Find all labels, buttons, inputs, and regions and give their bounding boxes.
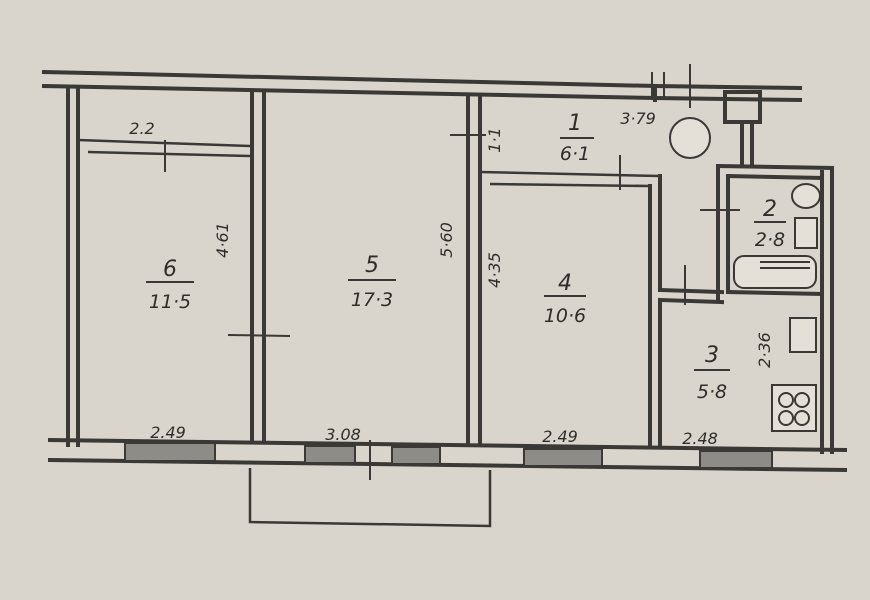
interior-walls	[77, 90, 835, 448]
room-labels: 1 6·1 2 2·8 3 5·8 4 10·6 5 17·3 6 11·5	[146, 111, 786, 403]
window-room-4	[523, 448, 603, 467]
bottom-kitchen-dim: 2.48	[682, 429, 718, 448]
pantry-width-dim: 2.2	[129, 119, 154, 138]
stove-burner	[778, 410, 794, 426]
room-6-depth-dim: 4·61	[213, 222, 232, 258]
bottom-room-4-dim: 2.49	[542, 427, 578, 446]
toilet	[791, 183, 821, 209]
bathtub	[733, 255, 817, 289]
room-5-area: 17·3	[351, 289, 393, 311]
windows	[124, 442, 773, 469]
room-2-number: 2	[763, 197, 777, 222]
room-6-area: 11·5	[149, 291, 191, 313]
stove-burner	[778, 392, 794, 408]
hall-depth-dim: 1·1	[485, 127, 504, 152]
stove	[771, 384, 817, 432]
stove-burner	[794, 392, 810, 408]
fixtures	[669, 117, 821, 432]
bottom-room-6-dim: 2.49	[150, 423, 186, 442]
room-3-number: 3	[705, 343, 719, 368]
hall-width-dim: 3·79	[620, 109, 656, 128]
room-4-number: 4	[558, 271, 572, 296]
window-room-6	[124, 442, 216, 462]
kitchen-depth-dim: 2·36	[755, 332, 774, 368]
window-room-5-left	[304, 445, 356, 464]
window-kitchen	[699, 450, 773, 469]
room-3-area: 5·8	[697, 381, 727, 403]
room-5-number: 5	[365, 253, 379, 278]
door-marks	[164, 64, 740, 337]
kitchen-sink	[789, 317, 817, 353]
bottom-room-5-dim: 3.08	[325, 425, 361, 444]
window-room-5-right	[391, 446, 441, 465]
room-6-number: 6	[163, 257, 177, 282]
room-1-number: 1	[568, 111, 582, 136]
bathroom-sink	[794, 217, 818, 249]
room-1-area: 6·1	[560, 143, 590, 165]
hall-round-fixture	[669, 117, 711, 159]
room-4-depth-dim: 4·35	[485, 252, 504, 288]
dimension-labels: 2.2 4·61 5·60 4·35 2·36 1·1 3·79 2.49 3.…	[129, 109, 774, 448]
room-4-area: 10·6	[544, 305, 586, 327]
room-5-depth-dim: 5·60	[437, 222, 456, 258]
room-2-area: 2·8	[755, 229, 785, 251]
stove-burner	[794, 410, 810, 426]
balcony	[248, 468, 492, 528]
